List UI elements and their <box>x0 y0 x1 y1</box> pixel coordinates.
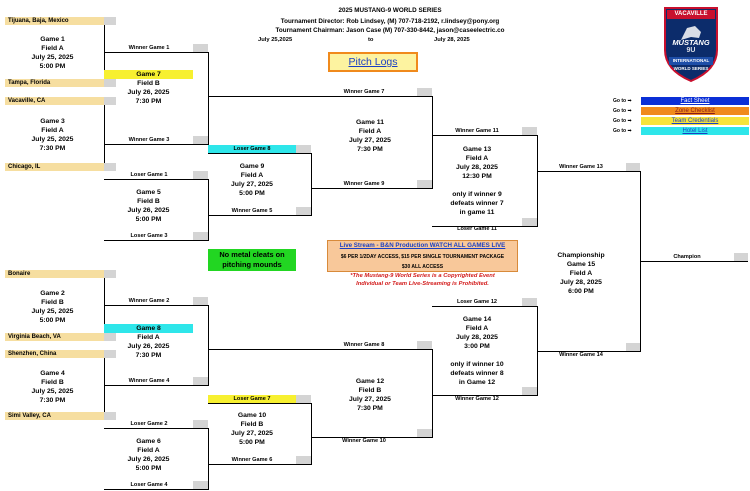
label-loser-game-2: Loser Game 2 <box>130 421 168 427</box>
game-7: Field B July 26, 2025 7:30 PM <box>127 80 170 105</box>
championship-game: Championship Game 15 Field A July 28, 20… <box>557 252 605 295</box>
game-5: Game 5 Field B July 26, 2025 5:00 PM <box>127 189 170 223</box>
label-loser-game-11: Loser Game 11 <box>457 226 497 232</box>
score-box <box>104 350 116 358</box>
hotel-list-link[interactable]: Hotel List <box>641 127 749 135</box>
label-winner-game-8: Winner Game 8 <box>343 342 385 348</box>
tournament-title: 2025 MUSTANG-9 WORLD SERIES <box>338 7 442 14</box>
game-14: Game 14 Field A July 28, 2025 3:00 PM on… <box>450 316 504 386</box>
team-chicago: Chicago, IL <box>5 163 104 171</box>
zone-checklist-link[interactable]: Zone Checklist <box>641 107 749 115</box>
stream-price-1: $6 PER 1/2DAY ACCESS, $15 PER SINGLE TOU… <box>340 254 505 260</box>
game-4: Game 4 Field B July 25, 2025 7:30 PM <box>31 370 74 404</box>
label-winner-game-11: Winner Game 11 <box>455 128 499 134</box>
team-tampa: Tampa, Florida <box>5 79 104 87</box>
label-champion: Champion <box>673 254 701 260</box>
label-winner-game-5: Winner Game 5 <box>231 208 273 214</box>
label-winner-game-10: Winner Game 10 <box>342 438 386 444</box>
game-8: Field A July 26, 2025 7:30 PM <box>127 334 170 359</box>
game-8-highlight: Game 8 <box>104 324 193 333</box>
copyright-note: *The Mustang-9 World Series is a Copyrig… <box>350 273 495 279</box>
label-loser-game-1: Loser Game 1 <box>130 172 168 178</box>
game-9: Game 9 Field A July 27, 2025 5:00 PM <box>231 163 273 197</box>
score-box <box>104 412 116 420</box>
team-simi-valley: Simi Valley, CA <box>5 412 104 420</box>
live-stream-banner: Live Stream - B&N Production WATCH ALL G… <box>327 240 518 272</box>
game-1: Game 1 Field A July 25, 2025 5:00 PM <box>31 36 74 70</box>
label-loser-game-12: Loser Game 12 <box>456 299 498 305</box>
copyright-note-2: Individual or Team Live-Streaming is Pro… <box>356 281 489 287</box>
label-winner-game-2: Winner Game 2 <box>128 298 170 304</box>
tournament-chairman: Tournament Chairman: Jason Case (M) 707-… <box>275 27 505 34</box>
game-7-highlight: Game 7 <box>104 70 193 79</box>
no-metal-cleats-notice: No metal cleats on pitching mounds <box>208 249 296 271</box>
tournament-director: Tournament Director: Rob Lindsey, (M) 70… <box>280 18 500 25</box>
game-10: Game 10 Field B July 27, 2025 5:00 PM <box>231 412 273 446</box>
game-2: Game 2 Field B July 25, 2025 5:00 PM <box>31 290 74 324</box>
team-bonaire: Bonaire <box>5 270 104 278</box>
game-11: Game 11 Field A July 27, 2025 7:30 PM <box>349 119 391 153</box>
game-12: Game 12 Field B July 27, 2025 7:30 PM <box>349 378 391 412</box>
label-winner-game-14: Winner Game 14 <box>559 352 603 358</box>
goto-label: Go to ➡ <box>613 98 632 104</box>
label-winner-game-1: Winner Game 1 <box>128 45 170 51</box>
date-to: to <box>368 37 374 43</box>
score-box <box>104 17 116 25</box>
label-winner-game-9: Winner Game 9 <box>343 181 385 187</box>
date-end: July 28, 2025 <box>434 37 470 43</box>
team-vacaville: Vacaville, CA <box>5 97 104 105</box>
score-box <box>104 163 116 171</box>
score-box <box>104 97 116 105</box>
score-box <box>104 270 116 278</box>
goto-label: Go to ➡ <box>613 118 632 124</box>
stream-price-2: $30 ALL ACCESS <box>401 264 444 270</box>
label-loser-game-3: Loser Game 3 <box>130 233 168 239</box>
label-winner-game-6: Winner Game 6 <box>231 457 273 463</box>
pitch-logs-link[interactable]: Pitch Logs <box>328 52 418 72</box>
label-winner-game-3: Winner Game 3 <box>128 137 170 143</box>
team-credentials-link[interactable]: Team Credentials <box>641 117 749 125</box>
label-winner-game-7: Winner Game 7 <box>343 89 385 95</box>
game-6: Game 6 Field A July 26, 2025 5:00 PM <box>127 438 170 472</box>
game-3: Game 3 Field A July 25, 2025 7:30 PM <box>31 118 74 152</box>
label-loser-game-7: Loser Game 7 <box>208 395 296 403</box>
label-winner-game-4: Winner Game 4 <box>128 378 170 384</box>
goto-label: Go to ➡ <box>613 108 632 114</box>
score-box <box>104 333 116 341</box>
team-shenzhen: Shenzhen, China <box>5 350 104 358</box>
score-box <box>104 79 116 87</box>
date-start: July 25,2025 <box>258 37 293 43</box>
label-winner-game-12: Winner Game 12 <box>455 396 499 402</box>
label-loser-game-4: Loser Game 4 <box>130 482 168 488</box>
goto-label: Go to ➡ <box>613 128 632 134</box>
game-13: Game 13 Field A July 28, 2025 12:30 PM o… <box>450 146 504 216</box>
team-virginia-beach: Virginia Beach, VA <box>5 333 104 341</box>
label-winner-game-13: Winner Game 13 <box>559 164 603 170</box>
label-loser-game-8: Loser Game 8 <box>208 145 296 153</box>
team-tijuana: Tijuana, Baja, Mexico <box>5 17 104 25</box>
live-stream-link[interactable]: Live Stream - B&N Production WATCH ALL G… <box>339 242 506 249</box>
tournament-logo: VACAVILLE MUSTANG 9U INTERNATIONAL WORLD… <box>661 4 721 84</box>
fact-sheet-link[interactable]: Fact Sheet <box>641 97 749 105</box>
